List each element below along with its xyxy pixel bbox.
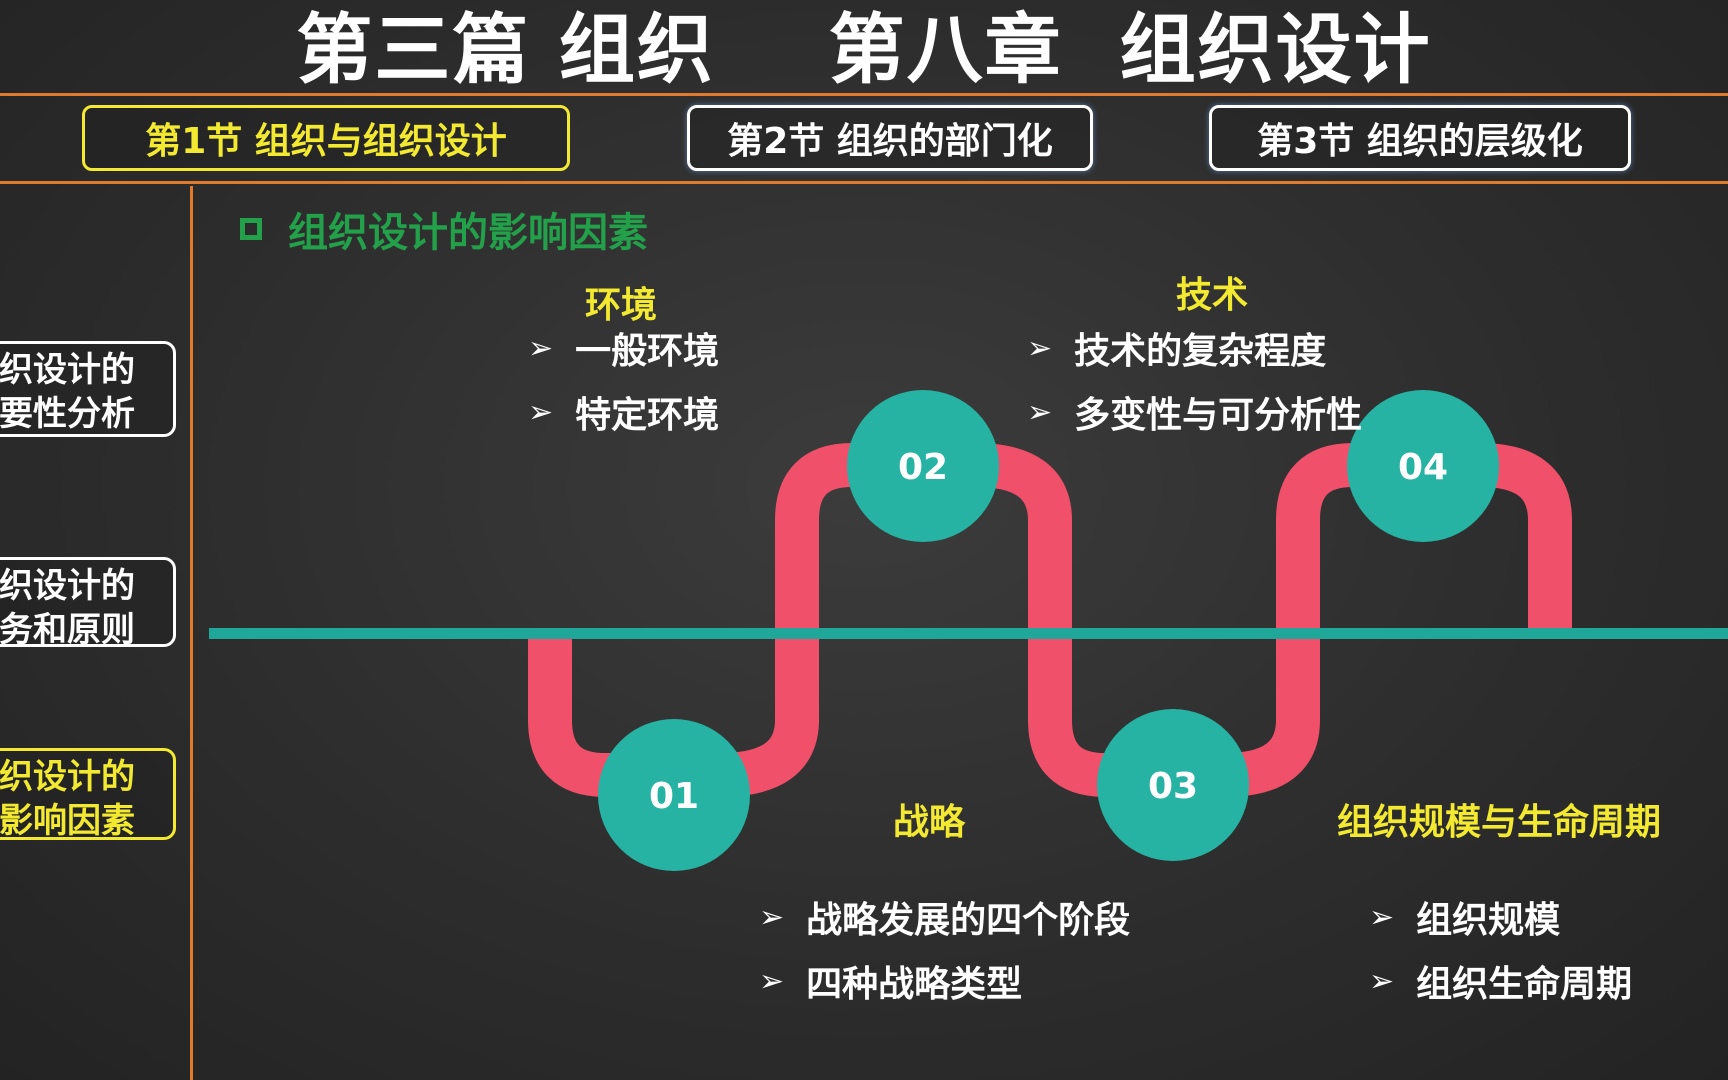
node-02-label: 02 [898, 447, 948, 488]
tab-section-1[interactable]: 第1节 组织与组织设计 [82, 105, 570, 171]
factor-04-bullet: ➢ 组织规模 [1369, 891, 1560, 943]
bullet-text: 组织生命周期 [1416, 964, 1633, 1005]
baseline [209, 628, 1728, 639]
bullet-text: 技术的复杂程度 [1074, 331, 1327, 372]
bullet-text: 四种战略类型 [806, 964, 1023, 1005]
arrow-bullet-icon: ➢ [1369, 899, 1395, 935]
node-02: 02 [847, 390, 999, 542]
checkbox-square-icon [240, 218, 262, 240]
factor-02-title: 战略 [893, 802, 966, 843]
bullet-text: 多变性与可分析性 [1074, 395, 1363, 436]
sidebar-item-line2: 影响因素 [0, 801, 135, 840]
arrow-bullet-icon: ➢ [528, 330, 554, 366]
tab-section-3[interactable]: 第3节 组织的层级化 [1209, 105, 1631, 171]
node-01: 01 [598, 719, 750, 871]
arrow-bullet-icon: ➢ [759, 963, 785, 999]
bullet-text: 一般环境 [575, 331, 720, 372]
section-heading: 组织设计的影响因素 [240, 200, 648, 258]
tab-label: 第2节 组织的部门化 [727, 121, 1053, 162]
sidebar-item-principles[interactable]: 织设计的 务和原则 [0, 557, 176, 647]
sidebar-item-line2: 务和原则 [0, 610, 135, 647]
wave-path [528, 443, 1572, 797]
sidebar-item-line1: 织设计的 [0, 566, 135, 606]
page-title: 第三篇 组织 第八章 组织设计 [296, 5, 1432, 94]
factor-03-title: 技术 [1176, 275, 1249, 316]
sidebar-item-necessity[interactable]: 织设计的 要性分析 [0, 341, 176, 437]
factor-02-bullet: ➢ 战略发展的四个阶段 [759, 891, 1130, 943]
factor-03-bullet: ➢ 多变性与可分析性 [1027, 386, 1362, 438]
factor-04-bullet: ➢ 组织生命周期 [1369, 955, 1632, 1007]
node-04-label: 04 [1398, 447, 1448, 488]
node-03-label: 03 [1148, 766, 1198, 807]
header-divider-bottom [0, 181, 1728, 184]
sidebar-item-line1: 织设计的 [0, 757, 135, 797]
factor-01-bullet: ➢ 特定环境 [528, 386, 719, 438]
arrow-bullet-icon: ➢ [528, 394, 554, 430]
arrow-bullet-icon: ➢ [1369, 963, 1395, 999]
factor-04-title: 组织规模与生命周期 [1337, 802, 1662, 843]
node-01-label: 01 [649, 776, 699, 817]
section-title: 组织设计的影响因素 [288, 210, 648, 256]
node-03: 03 [1097, 709, 1249, 861]
sidebar-divider [190, 186, 193, 1080]
factor-02-bullet: ➢ 四种战略类型 [759, 955, 1022, 1007]
bullet-text: 战略发展的四个阶段 [806, 900, 1131, 941]
tab-section-2[interactable]: 第2节 组织的部门化 [687, 105, 1093, 171]
node-04: 04 [1347, 390, 1499, 542]
header-divider-top [0, 93, 1728, 96]
bullet-text: 组织规模 [1416, 900, 1561, 941]
sidebar-item-line1: 织设计的 [0, 350, 135, 390]
factor-03-bullet: ➢ 技术的复杂程度 [1027, 322, 1326, 374]
tab-label: 第1节 组织与组织设计 [145, 121, 507, 162]
factor-01-bullet: ➢ 一般环境 [528, 322, 719, 374]
sidebar-item-line2: 要性分析 [0, 394, 135, 434]
tab-label: 第3节 组织的层级化 [1257, 121, 1583, 162]
factor-01-title: 环境 [585, 285, 658, 326]
arrow-bullet-icon: ➢ [1027, 330, 1053, 366]
arrow-bullet-icon: ➢ [759, 899, 785, 935]
sidebar-item-factors[interactable]: 织设计的 影响因素 [0, 748, 176, 840]
arrow-bullet-icon: ➢ [1027, 394, 1053, 430]
bullet-text: 特定环境 [575, 395, 720, 436]
